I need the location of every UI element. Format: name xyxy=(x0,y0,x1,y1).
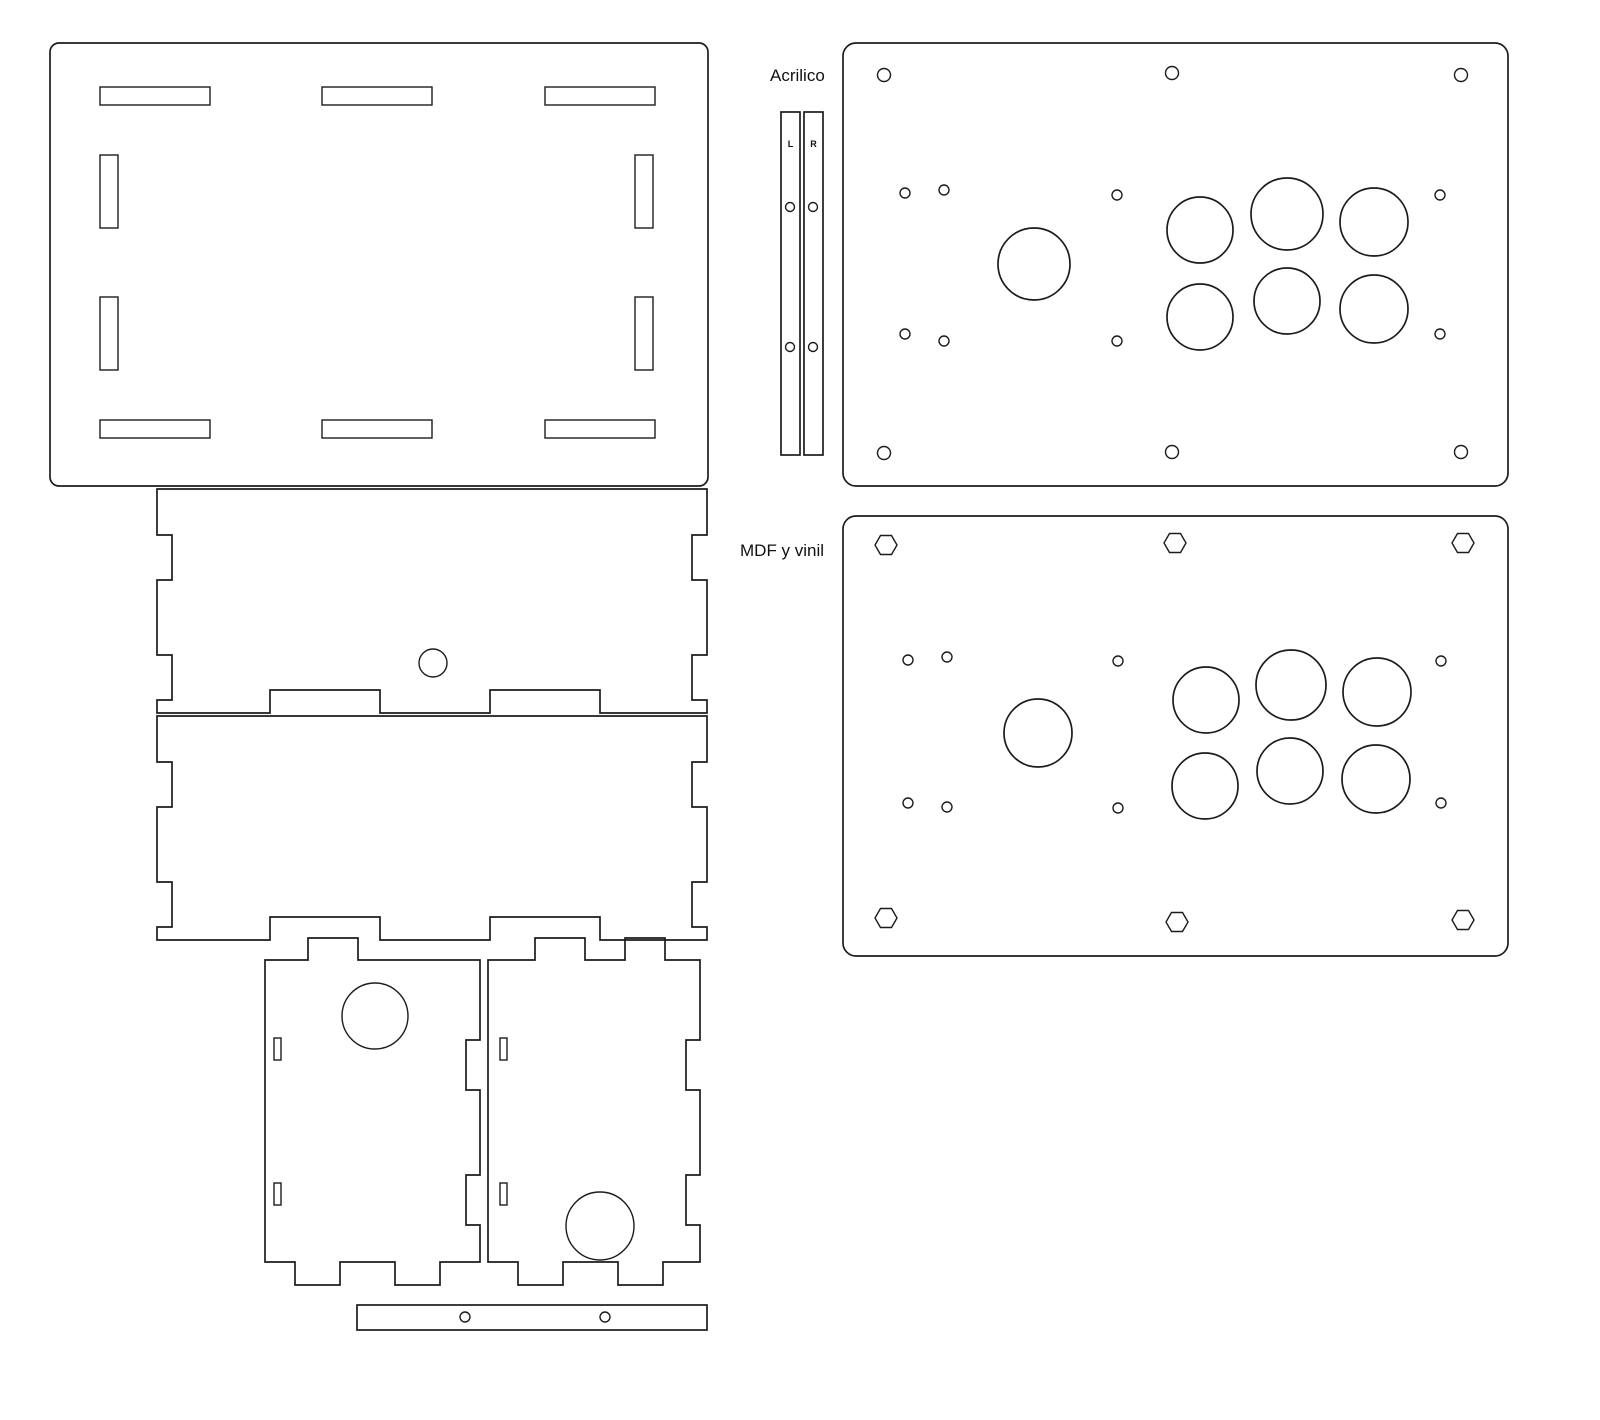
connector-hole xyxy=(341,982,409,1050)
acrylic-section-label: Acrilico xyxy=(770,66,825,85)
joystick-hole xyxy=(997,227,1071,301)
joint-slot xyxy=(99,419,211,439)
button-hole xyxy=(1256,737,1324,805)
mdf-section-label: MDF y vinil xyxy=(740,541,824,560)
bottom-panel xyxy=(49,42,709,487)
screw-hole xyxy=(1453,444,1469,460)
joint-slot xyxy=(321,86,433,106)
joint-slot xyxy=(544,86,656,106)
screw-hole xyxy=(1164,444,1180,460)
pilot-hole xyxy=(902,797,914,809)
screw-hole xyxy=(1164,65,1180,81)
joint-slot xyxy=(634,296,654,371)
button-hole xyxy=(1255,649,1327,721)
joint-slot xyxy=(99,154,119,229)
screw-hole xyxy=(876,445,892,461)
button-hole xyxy=(1339,187,1409,257)
button-hole xyxy=(1171,752,1239,820)
pilot-hole xyxy=(807,201,819,213)
button-hole xyxy=(1172,666,1240,734)
side-wall-front xyxy=(156,488,708,714)
mdf-panel: MDF y vinil xyxy=(740,515,1509,957)
pilot-hole xyxy=(599,1311,611,1323)
screw-hole xyxy=(1453,67,1469,83)
button-hole xyxy=(1250,177,1324,251)
pilot-hole xyxy=(1112,802,1124,814)
joint-slot xyxy=(99,296,119,371)
acrylic-strip-right xyxy=(803,111,824,456)
pilot-hole xyxy=(938,184,950,196)
side-wall-right-outline xyxy=(487,937,701,1286)
joint-slit xyxy=(273,1037,282,1061)
button-hole xyxy=(1342,657,1412,727)
pilot-hole xyxy=(1434,189,1446,201)
hex-nut-hole xyxy=(874,907,898,929)
pilot-hole xyxy=(1435,655,1447,667)
pilot-hole xyxy=(941,651,953,663)
acrylic-strips: Acrilico L R xyxy=(770,66,825,456)
button-hole xyxy=(1166,283,1234,351)
button-hole xyxy=(1341,744,1411,814)
joystick-hole xyxy=(1003,698,1073,768)
mdf-panel-outline xyxy=(842,515,1509,957)
strip-right-label: R xyxy=(810,139,817,149)
button-hole xyxy=(1339,274,1409,344)
joint-slot xyxy=(99,86,211,106)
pilot-hole xyxy=(784,341,796,353)
strip-left-label: L xyxy=(788,139,794,149)
side-wall-back xyxy=(156,715,708,941)
pilot-hole xyxy=(1434,328,1446,340)
side-wall-front-outline xyxy=(156,488,708,714)
pilot-hole xyxy=(1112,655,1124,667)
pilot-hole xyxy=(459,1311,471,1323)
pilot-hole xyxy=(784,201,796,213)
pilot-hole xyxy=(807,341,819,353)
support-bar-outline xyxy=(356,1304,708,1331)
screw-hole xyxy=(876,67,892,83)
button-hole xyxy=(1166,196,1234,264)
hex-nut-hole xyxy=(1165,911,1189,933)
joint-slit xyxy=(273,1182,282,1206)
side-wall-back-outline xyxy=(156,715,708,941)
joint-slot xyxy=(544,419,656,439)
joint-slit xyxy=(499,1182,508,1206)
pilot-hole xyxy=(902,654,914,666)
pilot-hole xyxy=(899,328,911,340)
button-hole xyxy=(1253,267,1321,335)
bottom-panel-outline xyxy=(49,42,709,487)
cable-hole xyxy=(418,648,448,678)
pilot-hole xyxy=(941,801,953,813)
side-wall-right xyxy=(487,937,701,1286)
acrylic-strip-left xyxy=(780,111,801,456)
acrylic-top-panel-outline xyxy=(842,42,1509,487)
connector-hole xyxy=(565,1191,635,1261)
joint-slit xyxy=(499,1037,508,1061)
acrylic-top-panel xyxy=(842,42,1509,487)
pilot-hole xyxy=(1111,189,1123,201)
hex-nut-hole xyxy=(1451,532,1475,554)
joint-slot xyxy=(321,419,433,439)
hex-nut-hole xyxy=(1163,532,1187,554)
support-bar xyxy=(356,1304,708,1331)
pilot-hole xyxy=(938,335,950,347)
pilot-hole xyxy=(1111,335,1123,347)
side-wall-left xyxy=(264,937,481,1286)
side-wall-left-outline xyxy=(264,937,481,1286)
hex-nut-hole xyxy=(874,534,898,556)
pilot-hole xyxy=(899,187,911,199)
joint-slot xyxy=(634,154,654,229)
pilot-hole xyxy=(1435,797,1447,809)
hex-nut-hole xyxy=(1451,909,1475,931)
